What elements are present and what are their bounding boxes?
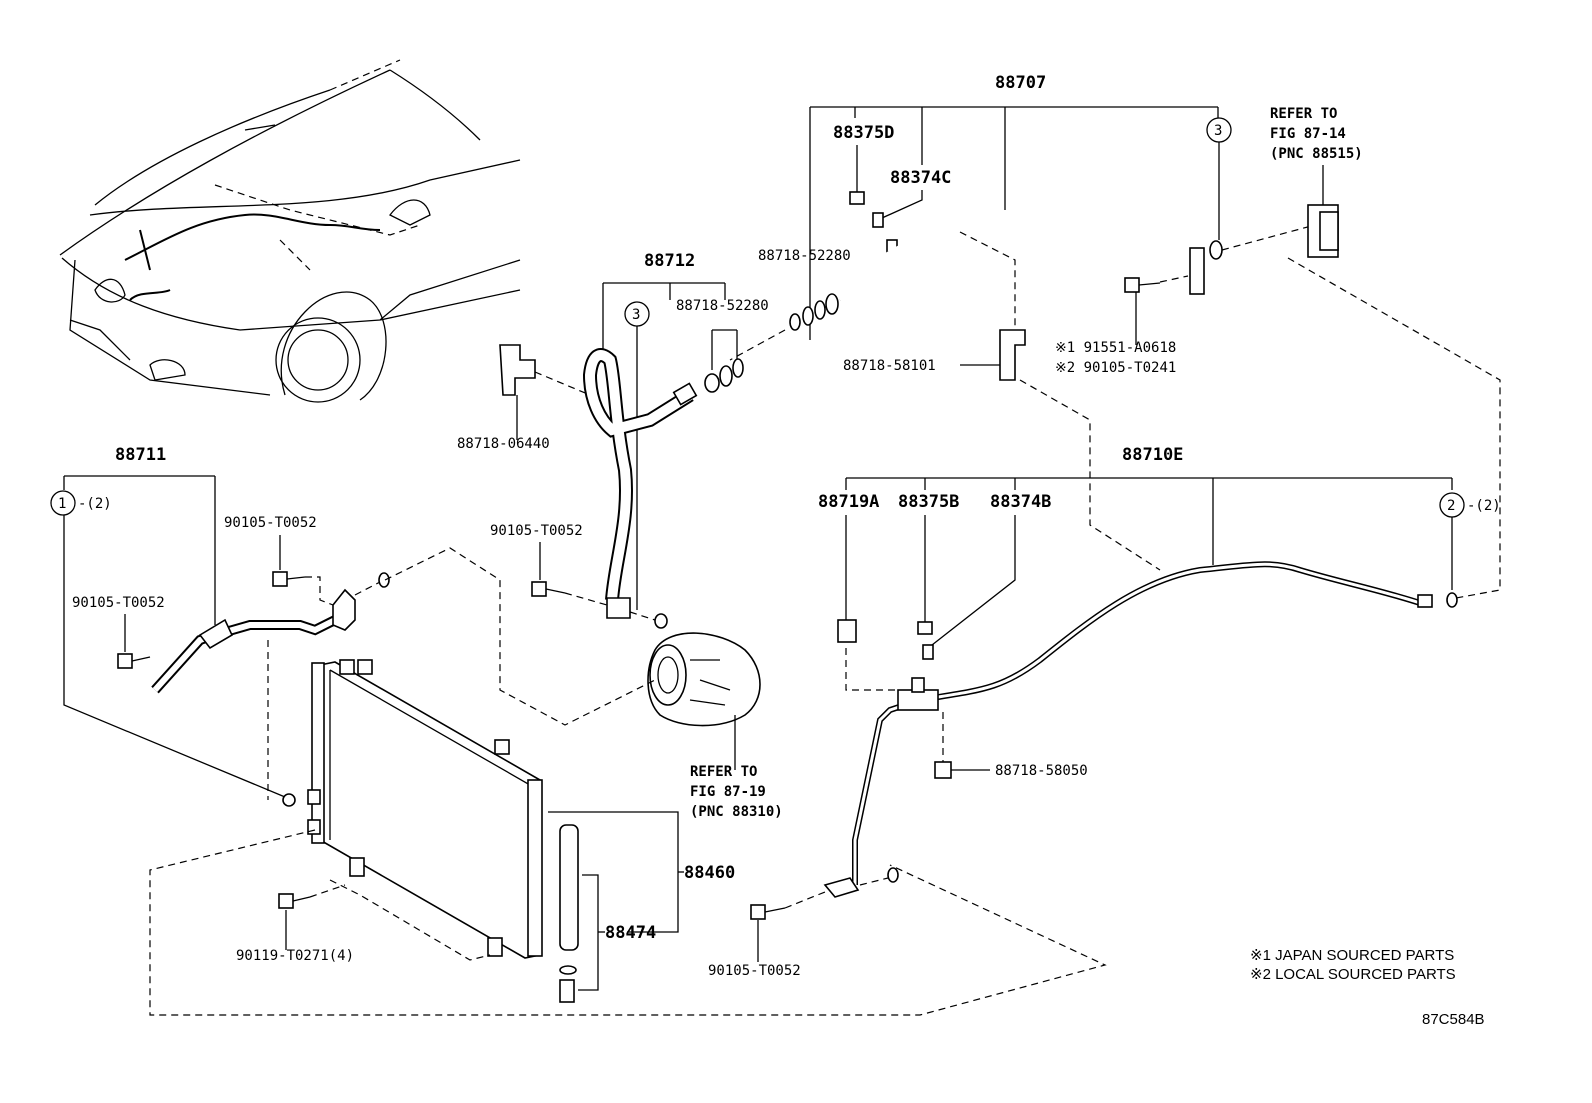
pipe-88711: 88711 1 -(2) 90105-T0052 90105-T0052 bbox=[50, 445, 656, 807]
part-label-88718-58050: 88718-58050 bbox=[995, 763, 1088, 779]
receiver-88474 bbox=[559, 824, 579, 951]
part-label-90119-T0271: 90119-T0271(4) bbox=[236, 948, 354, 964]
svg-text:3: 3 bbox=[632, 307, 640, 323]
pressure-switch-88719A bbox=[837, 619, 857, 643]
svg-text:FIG 87-19: FIG 87-19 bbox=[690, 784, 766, 800]
svg-text:REFER TO: REFER TO bbox=[690, 764, 757, 780]
bolt-90105-lower bbox=[750, 904, 786, 920]
clamp-88718-58101 bbox=[999, 329, 1026, 381]
svg-text:3: 3 bbox=[1214, 123, 1222, 139]
part-label-88374C: 88374C bbox=[890, 168, 951, 188]
legend-local: ※2 LOCAL SOURCED PARTS bbox=[1250, 966, 1456, 983]
part-label-90105-T0052-upper: 90105-T0052 bbox=[224, 515, 317, 531]
part-label-88460: 88460 bbox=[684, 863, 735, 883]
reference-fig-87-14: REFER TO FIG 87-14 (PNC 88515) bbox=[1270, 106, 1501, 599]
part-label-88718-06440: 88718-06440 bbox=[457, 436, 550, 452]
part-label-88718-58101: 88718-58101 bbox=[843, 358, 936, 374]
bolt-90105-upper bbox=[272, 571, 306, 587]
hose-88712: 88712 3 88718-52280 88718-06440 90105-T0… bbox=[457, 251, 769, 629]
o-ring-top-right bbox=[1209, 240, 1223, 260]
part-label-88375B: 88375B bbox=[898, 492, 959, 512]
part-label-88474: 88474 bbox=[605, 923, 656, 943]
part-label-88712: 88712 bbox=[644, 251, 695, 271]
pipe-88710E: 88710E 2 -(2) 88719A 88375B 88374B bbox=[708, 445, 1501, 979]
compressor: REFER TO FIG 87-19 (PNC 88310) bbox=[647, 632, 783, 820]
assembly-88707: 88707 88375D 88374C 3 88718-52280 bbox=[729, 73, 1316, 571]
bolt-90119 bbox=[278, 893, 311, 909]
part-label-88711: 88711 bbox=[115, 445, 166, 465]
condenser-88460: 88460 88474 90119-T0271(4) bbox=[236, 659, 735, 1003]
valve-core-88375D bbox=[849, 191, 865, 205]
part-label-88719A: 88719A bbox=[818, 492, 879, 512]
valve-core-88375B bbox=[917, 621, 933, 635]
bolt-91551 bbox=[1124, 277, 1161, 293]
part-label-88710E: 88710E bbox=[1122, 445, 1183, 465]
svg-text:(PNC 88515): (PNC 88515) bbox=[1270, 146, 1363, 162]
clamp-88718-58050 bbox=[934, 761, 952, 779]
svg-text:1: 1 bbox=[58, 496, 66, 512]
part-label-88718-52280-top: 88718-52280 bbox=[758, 248, 851, 264]
legend: ※1 JAPAN SOURCED PARTS ※2 LOCAL SOURCED … bbox=[1250, 947, 1485, 1028]
cap-88374C bbox=[872, 212, 884, 228]
bolt-90105-center bbox=[531, 581, 566, 597]
legend-japan: ※1 JAPAN SOURCED PARTS bbox=[1250, 947, 1454, 964]
svg-text:-(2): -(2) bbox=[1467, 498, 1501, 514]
o-ring-hose-bottom bbox=[654, 613, 668, 629]
callout-3-hose: 3 bbox=[624, 301, 650, 327]
svg-text:2: 2 bbox=[1447, 498, 1455, 514]
callout-2: 2 -(2) bbox=[1439, 492, 1501, 518]
part-label-88375D: 88375D bbox=[833, 123, 894, 143]
callout-1: 1 -(2) bbox=[50, 490, 112, 516]
car-illustration bbox=[59, 59, 521, 403]
clamp-88718-06440 bbox=[499, 344, 536, 396]
part-label-90105-T0052-center: 90105-T0052 bbox=[490, 523, 583, 539]
part-label-88718-52280-hose: 88718-52280 bbox=[676, 298, 769, 314]
cap-88374B bbox=[922, 644, 934, 660]
svg-text:FIG 87-14: FIG 87-14 bbox=[1270, 126, 1346, 142]
pipe-flange bbox=[1189, 247, 1205, 295]
part-label-90105-T0052-lower: 90105-T0052 bbox=[708, 963, 801, 979]
part-label-88707: 88707 bbox=[995, 73, 1046, 93]
part-label-88374B: 88374B bbox=[990, 492, 1051, 512]
bolt-90105-left bbox=[117, 653, 151, 669]
svg-text:REFER TO: REFER TO bbox=[1270, 106, 1337, 122]
diagram-code: 87C584B bbox=[1422, 1011, 1485, 1028]
part-label-90105-T0052-left: 90105-T0052 bbox=[72, 595, 165, 611]
svg-text:-(2): -(2) bbox=[78, 496, 112, 512]
part-label-91551-A0618: ※1 91551-A0618 bbox=[1055, 340, 1176, 356]
svg-text:(PNC 88310): (PNC 88310) bbox=[690, 804, 783, 820]
callout-3-top: 3 bbox=[1206, 117, 1232, 143]
connection-guide-line bbox=[149, 829, 1107, 1016]
part-label-90105-T0241: ※2 90105-T0241 bbox=[1055, 360, 1176, 376]
